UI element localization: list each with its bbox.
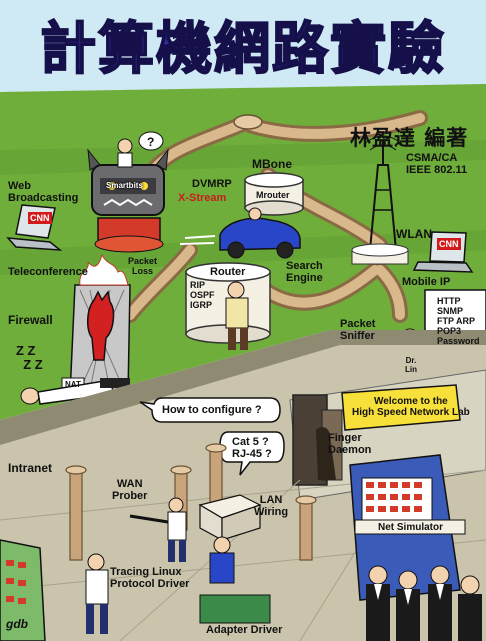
book-author: 林盈達 編著 xyxy=(350,126,469,150)
label-lab-sign: Welcome to the High Speed Network Lab xyxy=(352,396,470,418)
blue-car xyxy=(179,207,301,259)
label-wlan: WLAN xyxy=(396,227,432,241)
cat5-bubble xyxy=(219,431,285,476)
wlan-tower xyxy=(351,135,409,265)
label-router: Router xyxy=(210,266,246,278)
net-simulator-machine xyxy=(349,454,466,601)
label-routing-protocols: RIP OSPF IGRP xyxy=(190,280,215,310)
label-how-to-configure: How to configure ? xyxy=(162,404,262,416)
label-mobile-ip: Mobile IP xyxy=(402,276,451,288)
label-smartbits: Smartbits xyxy=(106,181,143,190)
lab-people xyxy=(85,427,482,641)
label-mrouter: Mrouter xyxy=(256,190,290,200)
label-web-broadcasting: Web Broadcasting xyxy=(8,180,79,204)
label-csma-ca: CSMA/CA IEEE 802.11 xyxy=(406,152,468,176)
router-cylinder xyxy=(185,262,271,350)
mrouter-cylinder xyxy=(244,172,304,216)
how-to-configure-bubble xyxy=(139,397,281,423)
label-zzz: Z Z Z Z xyxy=(16,343,43,372)
label-firewall: Firewall xyxy=(8,313,53,327)
lab-sign-text: Welcome to the High Speed Network Lab xyxy=(352,396,470,418)
sky-background xyxy=(0,0,486,100)
label-question-mark: ? xyxy=(147,135,155,149)
label-finger-daemon: Finger Daemon xyxy=(328,432,372,456)
label-search-engine: Search Engine xyxy=(286,260,323,284)
book-title: 計算機網路實驗 xyxy=(39,16,446,83)
lan-wiring-box xyxy=(198,494,262,542)
label-nat: NAT xyxy=(65,380,81,389)
gdb-machine xyxy=(0,539,46,641)
label-mbone: MBone xyxy=(252,157,292,171)
label-teleconference: Teleconference xyxy=(8,266,88,278)
cnn-logo-left: CNN xyxy=(28,212,52,224)
label-sniffed-protocols: HTTP SNMP FTP ARP POP3 Password xyxy=(437,296,480,346)
lab-sign xyxy=(341,384,461,431)
label-packet-loss: Packet Loss xyxy=(128,256,158,276)
label-dr-lin: Dr. Lin xyxy=(405,356,417,374)
label-packet-sniffer: Packet Sniffer xyxy=(340,318,376,342)
label-intranet: Intranet xyxy=(8,461,53,475)
label-adapter-driver: Adapter Driver xyxy=(206,624,283,636)
label-gdb: gdb xyxy=(6,617,28,631)
label-dvmrp: DVMRP xyxy=(192,178,232,190)
label-cat5: Cat 5 ? RJ-45 ? xyxy=(232,436,272,460)
label-tracing-linux: Tracing Linux Protocol Driver xyxy=(110,566,190,590)
smartbits-monster xyxy=(87,131,169,253)
cnn-logo-right: CNN xyxy=(437,238,461,250)
label-lan-wiring: LAN Wiring xyxy=(254,494,289,518)
label-net-simulator: Net Simulator xyxy=(378,522,444,533)
label-xstream: X-Stream xyxy=(178,192,227,204)
label-wan-prober: WAN Prober xyxy=(112,478,148,502)
